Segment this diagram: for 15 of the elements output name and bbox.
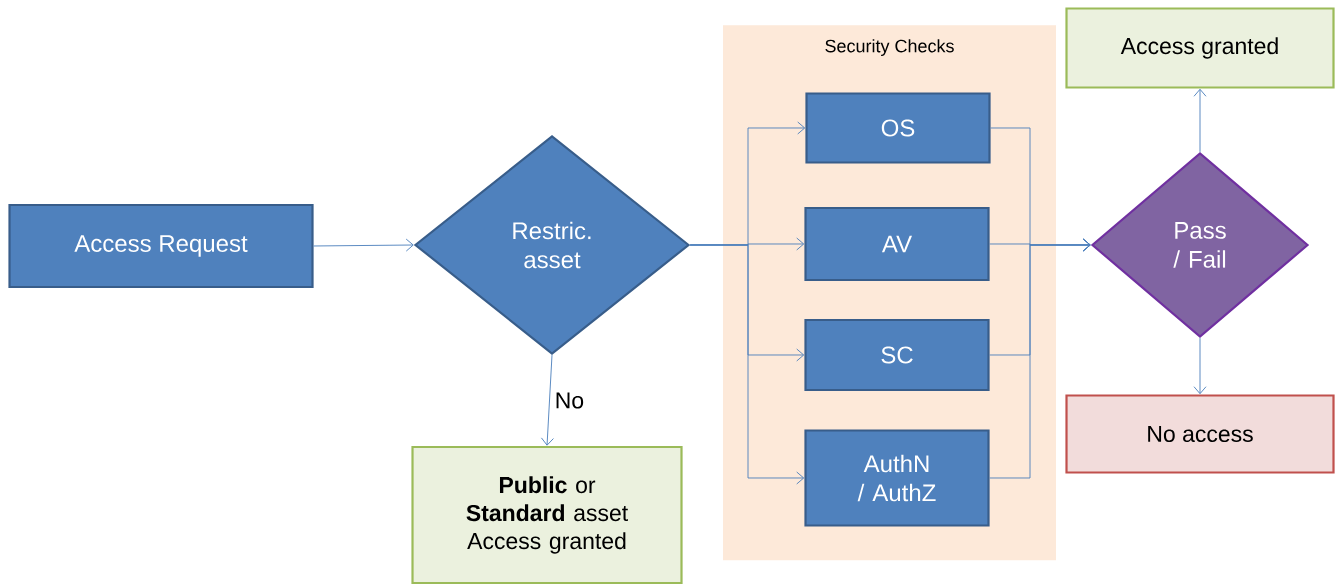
process-box: OS — [805, 92, 991, 164]
process-box: AV — [804, 206, 990, 282]
edge-label: No — [553, 391, 586, 410]
process-box: Access Request — [8, 203, 314, 289]
arrow — [1193, 337, 1207, 395]
arrow — [1193, 88, 1207, 153]
arrow — [989, 238, 1091, 479]
arrow — [689, 244, 805, 485]
arrow — [541, 354, 554, 446]
process-box: SC — [804, 318, 990, 392]
outcome-box: Public or Standard asset Access granted — [411, 445, 683, 585]
arrow — [313, 238, 414, 252]
process-box: AuthN / AuthZ — [804, 429, 990, 527]
outcome-box: Access granted — [1065, 7, 1335, 89]
outcome-box: No access — [1065, 394, 1335, 474]
